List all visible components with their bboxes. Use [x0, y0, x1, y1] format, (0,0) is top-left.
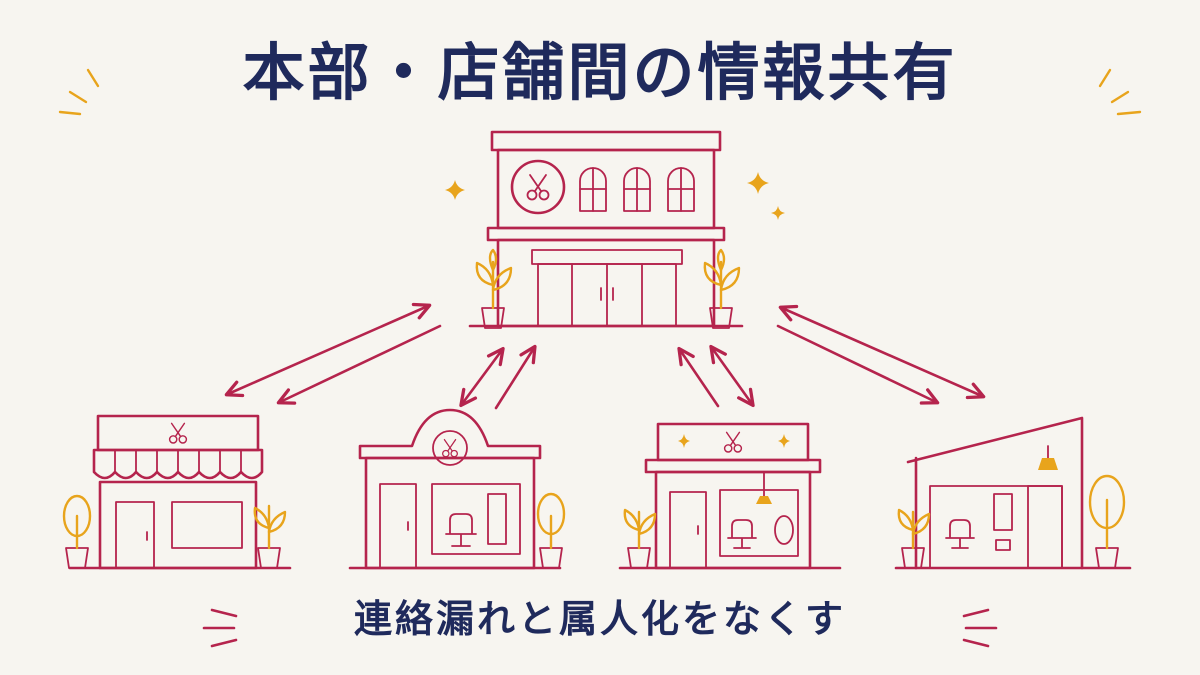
scissors-icon — [442, 438, 458, 458]
salon-store-awning-icon — [62, 414, 292, 570]
plant-icon — [703, 248, 741, 329]
plant-icon — [475, 248, 513, 329]
title-left-sparkle-icon — [58, 68, 100, 116]
scissors-icon — [723, 431, 743, 453]
salon-store-sign-icon — [618, 422, 842, 570]
subtitle-right-accent-icon — [962, 608, 998, 648]
headquarters-scissors-icon — [526, 174, 550, 201]
bidirectional-arrow-icon — [224, 302, 986, 410]
page-title: 本部・店舗間の情報共有 — [242, 36, 958, 109]
page-subtitle: 連絡漏れと属人化をなくす — [353, 597, 846, 641]
subtitle-left-accent-icon — [202, 608, 238, 648]
salon-store-arch-icon — [348, 408, 566, 570]
salon-store-slant-roof-icon — [894, 416, 1132, 570]
headquarters-building-icon — [468, 130, 744, 328]
title-right-sparkle-icon — [1098, 68, 1142, 116]
scissors-icon — [168, 422, 188, 444]
sparkle-icon — [445, 172, 785, 220]
